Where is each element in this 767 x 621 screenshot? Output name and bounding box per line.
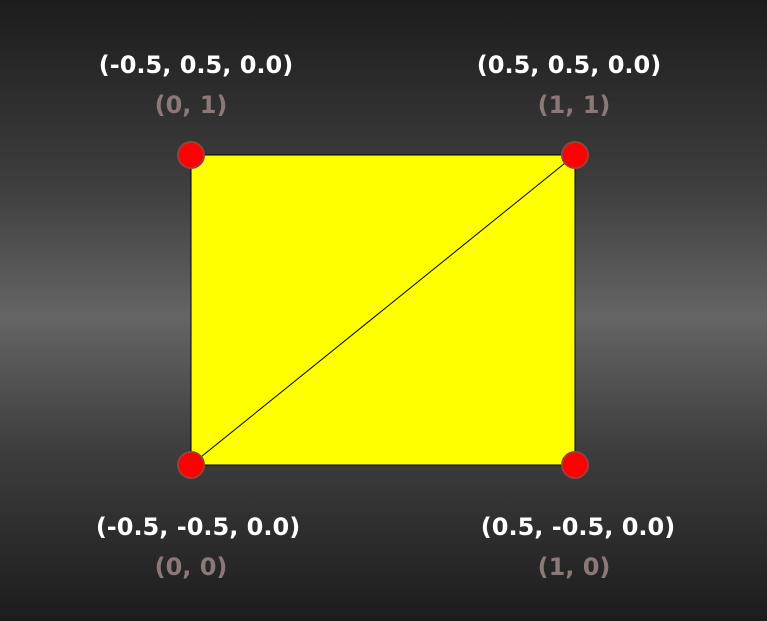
uv-label-bottom-right: (1, 0) [538, 553, 611, 581]
uv-label-top-left: (0, 1) [155, 91, 228, 119]
vertex-bottom-right [561, 451, 589, 479]
vertex-bottom-left [177, 451, 205, 479]
vertex-top-left [177, 141, 205, 169]
position-label-top-right: (0.5, 0.5, 0.0) [477, 51, 661, 79]
uv-label-top-right: (1, 1) [538, 91, 611, 119]
vertex-top-right [561, 141, 589, 169]
position-label-bottom-left: (-0.5, -0.5, 0.0) [96, 513, 300, 541]
uv-label-bottom-left: (0, 0) [155, 553, 228, 581]
position-label-bottom-right: (0.5, -0.5, 0.0) [481, 513, 675, 541]
triangle-diagonal [190, 154, 576, 466]
position-label-top-left: (-0.5, 0.5, 0.0) [99, 51, 293, 79]
